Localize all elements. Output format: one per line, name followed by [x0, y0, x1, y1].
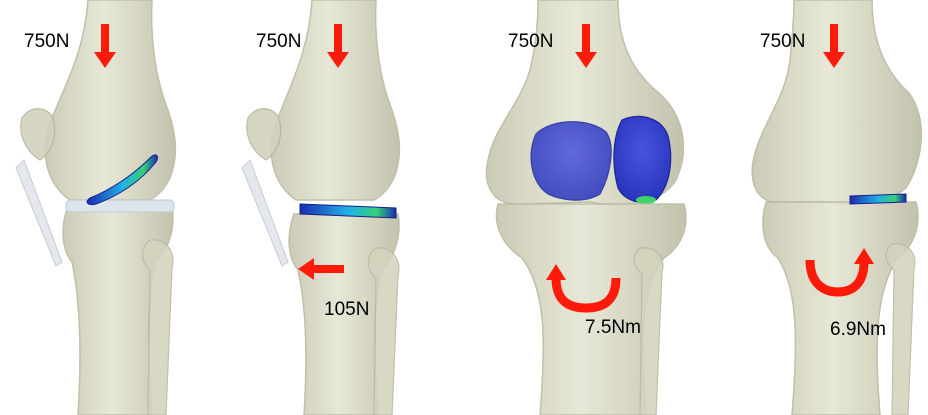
- torque-label: 6.9Nm: [830, 319, 886, 340]
- axial-load-label: 750N: [256, 31, 301, 52]
- torque-label: 7.5Nm: [585, 317, 641, 338]
- tibial-plateau-cartilage: [66, 200, 174, 212]
- knee-panel-3: 750N 7.5Nm: [486, 0, 685, 415]
- axial-load-label: 750N: [24, 31, 69, 52]
- knee-panel-1: 750N: [16, 0, 175, 415]
- lateral-condyle-contact: [531, 122, 611, 200]
- shear-load-label: 105N: [324, 299, 369, 320]
- femur: [45, 0, 175, 200]
- medial-condyle-contact: [614, 117, 671, 204]
- meniscus-stress-map: [850, 194, 906, 204]
- knee-panel-2: 750N 105N: [242, 0, 399, 415]
- axial-load-label: 750N: [760, 31, 805, 52]
- knee-panel-4: 750N 6.9Nm: [752, 0, 921, 415]
- axial-load-label: 750N: [508, 31, 553, 52]
